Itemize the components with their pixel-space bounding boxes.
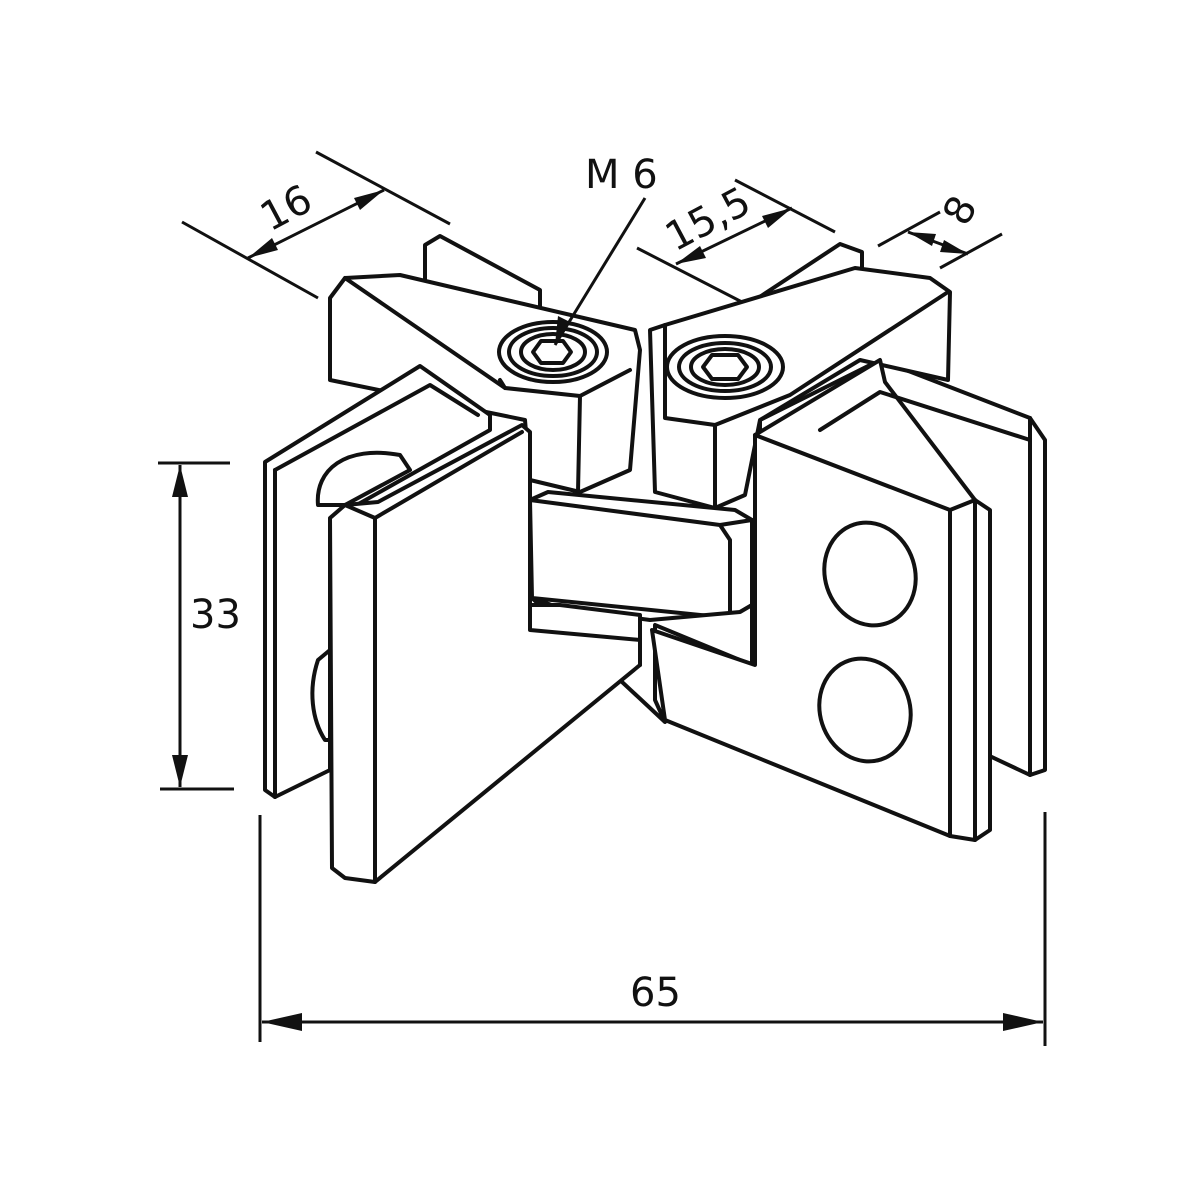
hex-socket-icon bbox=[701, 353, 749, 381]
right-clamp-body bbox=[648, 266, 952, 510]
right-socket-screw bbox=[665, 334, 785, 400]
dimension-33-label: 33 bbox=[190, 592, 241, 638]
right-front-plate bbox=[650, 358, 1032, 842]
hex-socket-icon bbox=[531, 339, 573, 365]
thread-callout-label: M 6 bbox=[585, 152, 658, 198]
left-socket-screw bbox=[497, 320, 609, 384]
dimension-65-label: 65 bbox=[630, 970, 681, 1016]
dimension-16-label: 16 bbox=[253, 176, 320, 241]
thread-callout: M 6 bbox=[553, 152, 658, 346]
dimension-65: 65 bbox=[258, 812, 1047, 1046]
dimension-33: 33 bbox=[158, 461, 241, 791]
mounting-hole-upper bbox=[822, 520, 918, 628]
dimension-8-label: 8 bbox=[934, 189, 987, 233]
left-front-plate bbox=[328, 423, 642, 884]
mounting-hole-lower bbox=[817, 656, 913, 764]
dimension-8: 8 bbox=[877, 189, 1003, 270]
